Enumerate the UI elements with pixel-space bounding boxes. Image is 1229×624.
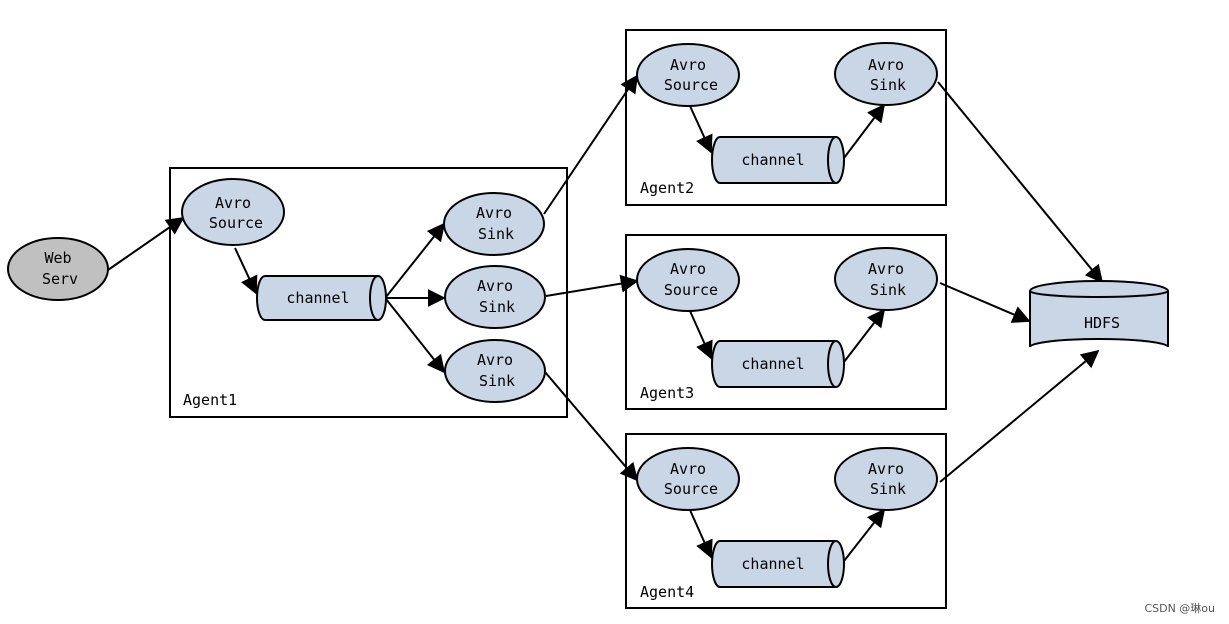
web-server-node: Web Serv [7,237,109,301]
agent3-channel: channel [711,340,845,388]
node-label-source: Source [664,76,718,94]
node-label-avro: Avro [868,56,904,74]
agent3-source: Avro Source [636,248,740,312]
agent2-source: Avro Source [636,43,740,107]
node-label-avro: Avro [477,351,513,369]
agent4-sink: Avro Sink [834,447,938,511]
node-label-sink: Sink [479,298,515,316]
edge-source3-to-channel3 [689,310,713,360]
web-server-line1: Web [44,249,71,267]
edge-channel2-to-sink2 [843,103,886,159]
agent2-sink: Avro Sink [834,42,938,106]
node-label-avro: Avro [670,260,706,278]
node-label-avro: Avro [868,460,904,478]
agent2-label: Agent2 [640,179,694,197]
edges [107,74,1104,562]
agent3-label: Agent3 [640,384,694,402]
agent4-source: Avro Source [636,447,740,511]
node-label-avro: Avro [476,204,512,222]
node-label-channel: channel [741,151,804,169]
node-label-avro: Avro [670,460,706,478]
edge-sink1b-to-source3 [545,274,639,297]
node-label-avro: Avro [477,277,513,295]
agent4-channel: channel [711,540,845,588]
node-label-avro: Avro [868,260,904,278]
node-label-channel: channel [741,555,804,573]
node-label-source: Source [664,480,718,498]
agent1-sink-top: Avro Sink [443,192,545,256]
agent3-sink: Avro Sink [834,247,938,311]
node-label-avro: Avro [215,194,251,212]
edge-source4-to-channel4 [689,509,713,559]
node-label-sink: Sink [478,225,514,243]
edge-channel3-to-sink3 [843,308,886,363]
edge-source2-to-channel2 [689,105,713,154]
edge-channel4-to-sink4 [843,508,886,562]
node-label-sink: Sink [479,372,515,390]
watermark: CSDN @琳ou [1144,602,1215,615]
edge-source1-to-channel1 [234,247,258,295]
hdfs-label: HDFS [1084,314,1120,332]
node-label-avro: Avro [670,56,706,74]
agent1-channel: channel [256,275,387,321]
edge-sink4-to-hdfs [939,349,1100,483]
hdfs-node: HDFS [1029,280,1169,348]
node-label-source: Source [664,281,718,299]
edge-sink2-to-hdfs [937,81,1104,284]
node-label-channel: channel [741,355,804,373]
edge-sink1c-to-source4 [544,371,639,482]
edge-channel1-to-sink1c [385,298,446,374]
edge-sink1a-to-source2 [543,74,639,215]
node-label-channel: channel [286,289,349,307]
agent1-label: Agent1 [183,391,237,409]
agent1-sink-middle: Avro Sink [444,265,546,329]
edge-channel1-to-sink1a [385,222,446,298]
agent4-label: Agent4 [640,583,694,601]
web-server-line2: Serv [42,270,78,288]
edge-sink3-to-hdfs [939,282,1031,323]
node-label-source: Source [209,214,263,232]
node-label-sink: Sink [870,76,906,94]
agent1-sink-bottom: Avro Sink [444,339,546,403]
agent1-source: Avro Source [181,178,285,246]
agent2-channel: channel [711,136,845,184]
node-label-sink: Sink [870,480,906,498]
edge-web-to-source1 [107,216,185,271]
node-label-sink: Sink [870,281,906,299]
